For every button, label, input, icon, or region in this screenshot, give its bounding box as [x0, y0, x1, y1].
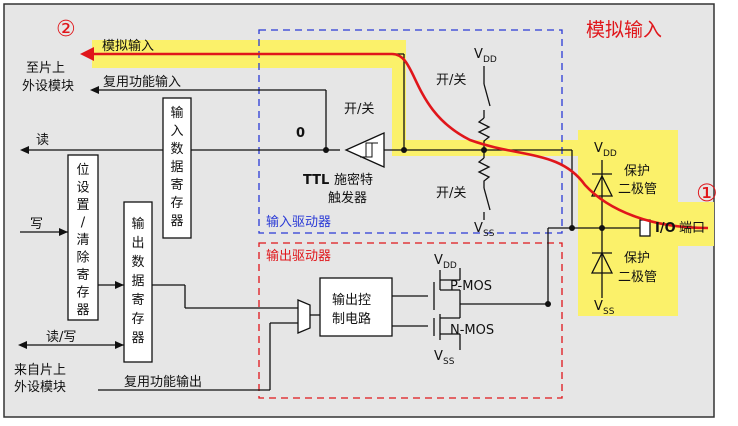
- input-driver-label: 输入驱动器: [266, 214, 331, 230]
- vss-diode: V SS: [594, 299, 615, 317]
- register-char: 器: [170, 214, 183, 229]
- register-char: 出: [131, 236, 144, 251]
- junction-dots: [323, 147, 605, 307]
- bit-set-clear-register: [67, 154, 99, 321]
- register-char: 寄: [131, 292, 144, 308]
- svg-text:V: V: [434, 349, 443, 364]
- from-onchip-label-1: 来自片上: [14, 363, 66, 378]
- register-char: 除: [76, 251, 89, 266]
- diode-label-top: 二极管: [618, 182, 657, 197]
- io-label-rest: 端口: [679, 221, 705, 236]
- svg-text:DD: DD: [603, 149, 617, 159]
- io-pin: [639, 219, 651, 237]
- ttl-label-bold: TTL: [303, 173, 329, 188]
- register-char: 清: [76, 233, 89, 248]
- output-ctrl-label-1: 输出控: [332, 292, 371, 308]
- pmos-label: P-MOS: [450, 279, 492, 294]
- svg-text:SS: SS: [483, 229, 495, 239]
- analog-path-arrow: [80, 47, 94, 61]
- register-char: /: [81, 216, 86, 231]
- register-char: 寄: [170, 177, 183, 193]
- vdd-pmos: V DD: [434, 253, 457, 271]
- analog-signal-path: [94, 52, 709, 230]
- register-char: 入: [170, 124, 183, 139]
- register-char: 存: [170, 196, 183, 211]
- svg-text:SS: SS: [603, 307, 615, 317]
- pullup-onoff-label: 开/关: [436, 73, 466, 88]
- ttl-onoff-label: 开/关: [344, 102, 374, 117]
- register-char: 据: [170, 160, 183, 175]
- svg-text:V: V: [474, 47, 483, 62]
- output-control-circuit: [319, 277, 393, 337]
- analog-input-label: 模拟输入: [102, 38, 154, 54]
- svg-text:V: V: [474, 221, 483, 236]
- nmos-label: N-MOS: [450, 323, 494, 338]
- register-char: 据: [131, 274, 144, 289]
- schmitt-symbol: [360, 142, 374, 158]
- protect-diode-top: [590, 174, 614, 197]
- write-label: 写: [30, 217, 43, 232]
- svg-text:V: V: [434, 253, 443, 268]
- register-char: 数: [170, 142, 183, 157]
- vdd-diode: V DD: [594, 141, 617, 159]
- schmitt-trigger: [344, 131, 385, 169]
- svg-text:V: V: [594, 299, 603, 314]
- diagram-title: 模拟输入: [586, 19, 662, 41]
- svg-text:DD: DD: [483, 55, 497, 65]
- read-label: 读: [36, 133, 49, 148]
- io-label-bold: I/O: [655, 221, 676, 236]
- mux-zero-label: 0: [296, 126, 305, 141]
- pulldown-onoff-label: 开/关: [436, 186, 466, 201]
- marker-one: ①: [696, 179, 718, 207]
- protect-label-top: 保护: [624, 164, 650, 179]
- marker-two: ②: [56, 17, 76, 42]
- vss-pulldown: V SS: [474, 221, 495, 239]
- to-onchip-label-1: 至片上: [26, 61, 65, 76]
- register-char: 器: [131, 331, 144, 346]
- mux: [297, 299, 311, 334]
- register-char: 存: [76, 286, 89, 301]
- vdd-pullup: V DD: [474, 47, 497, 65]
- svg-text:V: V: [594, 141, 603, 156]
- protect-diode-bottom: [590, 251, 614, 274]
- trigger-label: 触发器: [328, 190, 367, 206]
- output-driver-label: 输出驱动器: [266, 248, 331, 264]
- register-char: 设: [76, 181, 89, 196]
- ttl-label-rest: 施密特: [334, 172, 373, 188]
- svg-text:DD: DD: [443, 261, 457, 271]
- arrowheads: [18, 86, 124, 349]
- register-char: 输: [131, 216, 144, 232]
- read-write-label: 读/写: [46, 330, 76, 345]
- alt-func-output-label: 复用功能输出: [124, 374, 202, 390]
- register-char: 输: [170, 105, 183, 121]
- register-char: 存: [131, 312, 144, 327]
- output-ctrl-label-2: 制电路: [332, 311, 371, 327]
- register-char: 置: [76, 198, 89, 213]
- protect-label-bottom: 保护: [624, 251, 650, 266]
- register-char: 位: [76, 163, 89, 178]
- input-data-register: [162, 97, 192, 239]
- to-onchip-label-2: 外设模块: [22, 79, 74, 94]
- alt-func-input-label: 复用功能输入: [103, 74, 181, 90]
- svg-text:SS: SS: [443, 357, 455, 367]
- vss-nmos: V SS: [434, 349, 455, 367]
- register-char: 数: [131, 255, 144, 270]
- register-char: 寄: [76, 267, 89, 283]
- output-data-register: [123, 201, 153, 363]
- from-onchip-label-2: 外设模块: [14, 380, 66, 395]
- diode-label-bottom: 二极管: [618, 270, 657, 285]
- register-char: 器: [76, 303, 89, 318]
